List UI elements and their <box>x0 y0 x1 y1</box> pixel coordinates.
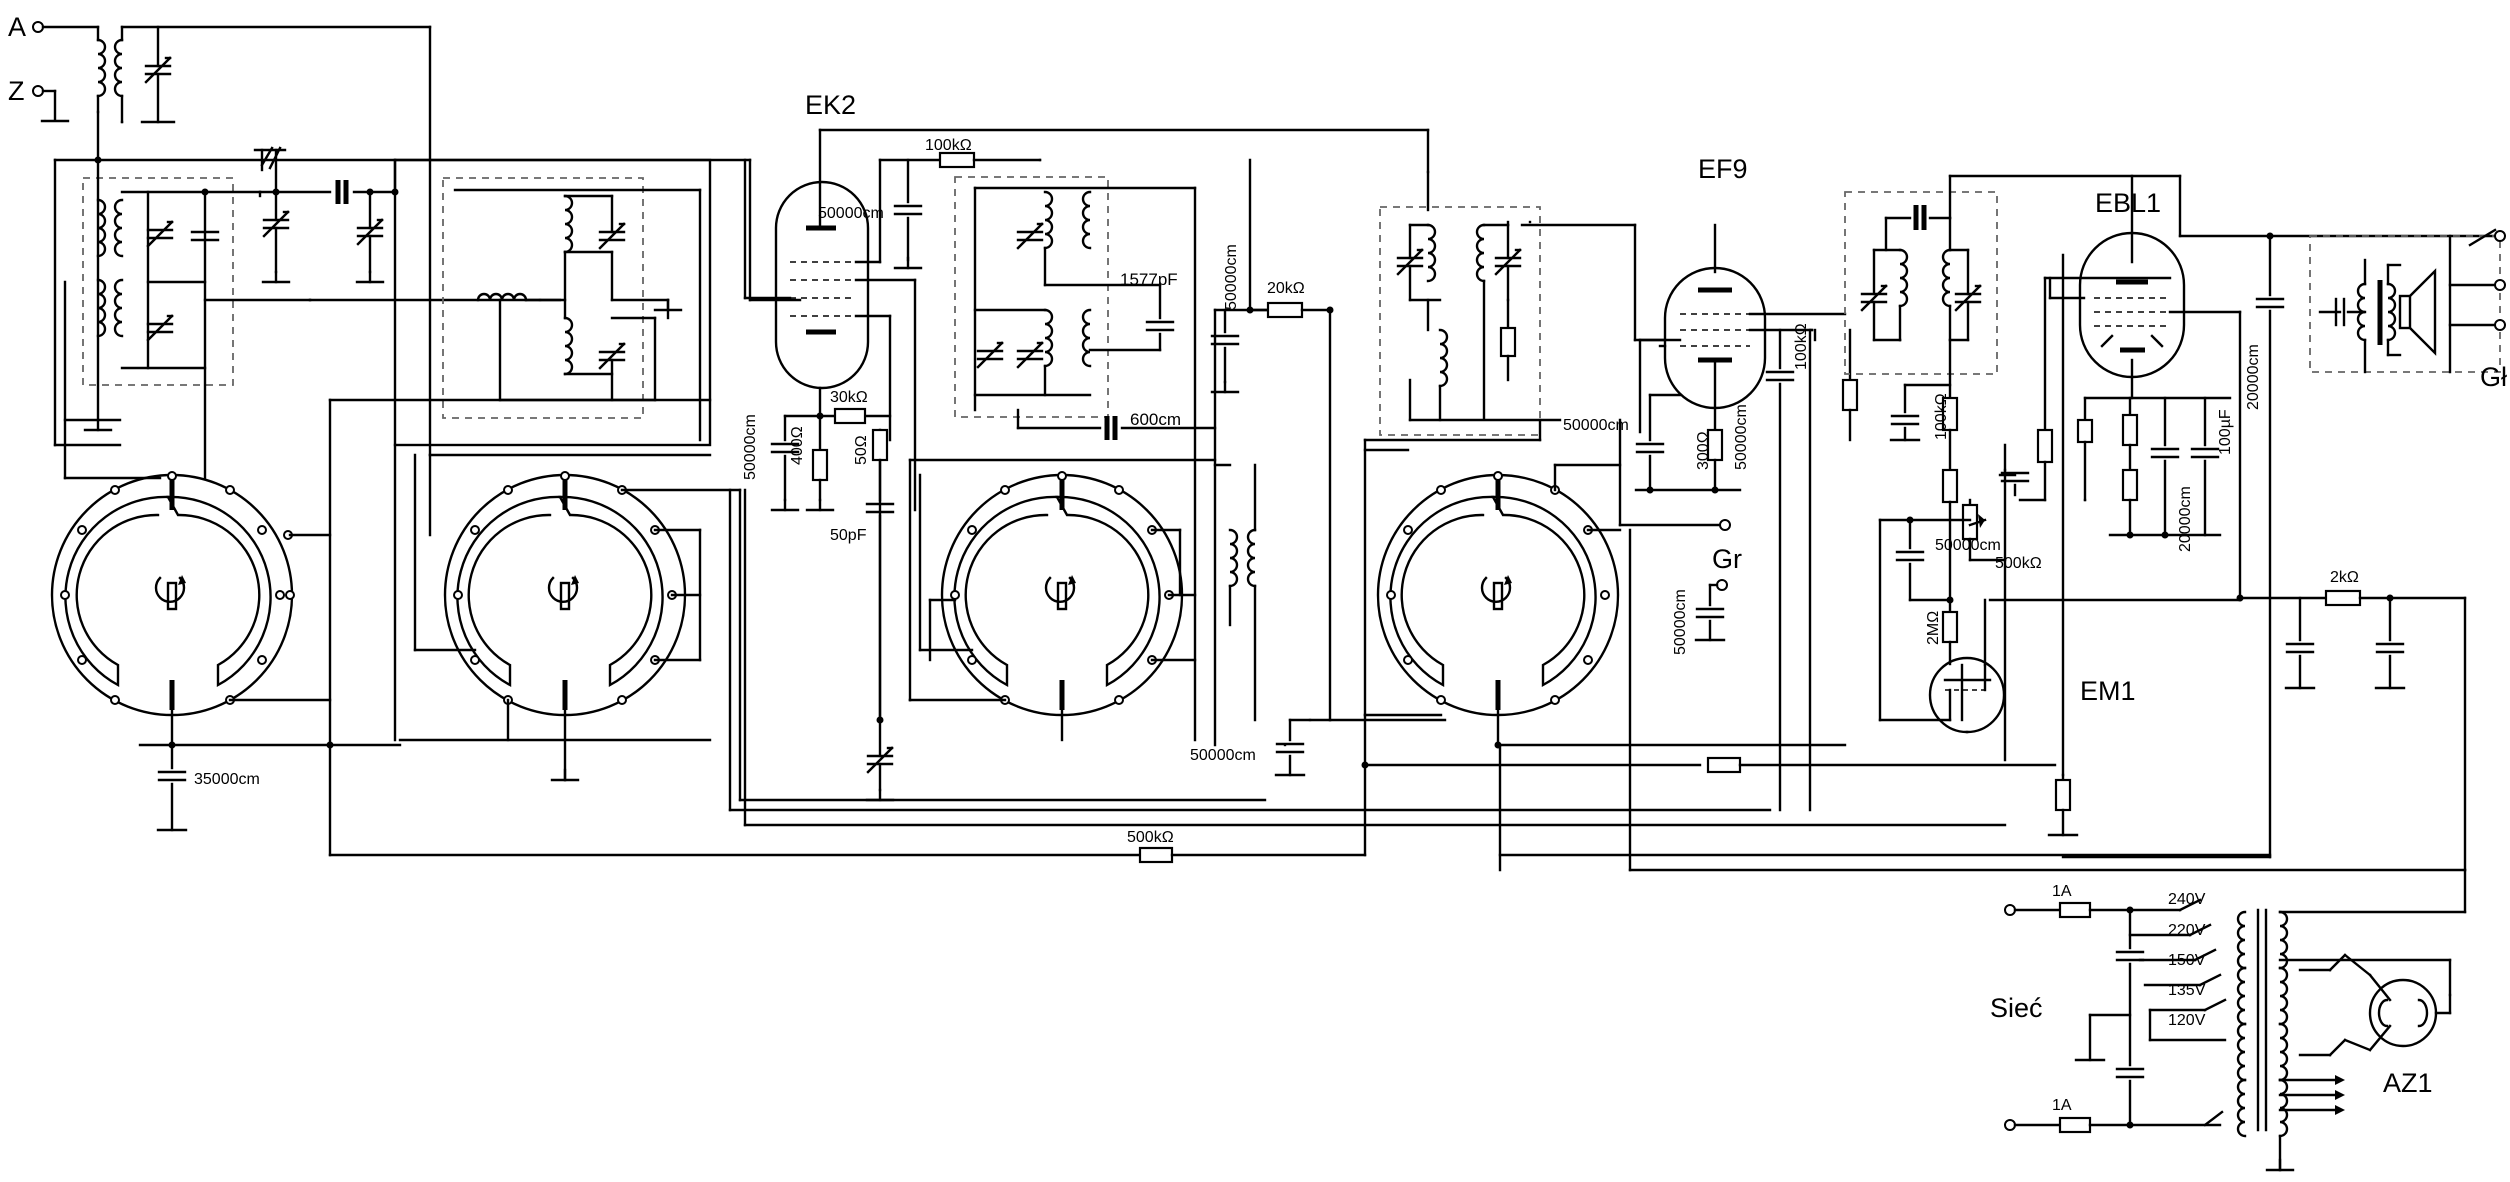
band-switch-3 <box>908 458 1217 742</box>
antenna-label: A <box>8 12 26 42</box>
fuse-1-label: 1A <box>2052 883 2072 900</box>
tap-150-label: 150V <box>2168 952 2206 969</box>
r-100k-det-label: 100kΩ <box>1933 393 1950 440</box>
ef9-label: EF9 <box>1698 154 1748 184</box>
r-20k-label: 20kΩ <box>1267 280 1305 297</box>
ek2-tube <box>743 128 1430 802</box>
c-1577pf-label: 1577pF <box>1120 270 1178 289</box>
band-switch-4 <box>1308 448 1847 747</box>
em1-tube <box>1878 598 2242 734</box>
tap-220-label: 220V <box>2168 922 2206 939</box>
antenna-input <box>32 21 432 537</box>
ebl1-tube <box>1948 174 2502 777</box>
pickup-label-1: Gr <box>1712 544 1742 574</box>
if-filter-assembly <box>1274 170 1682 777</box>
az1-label: AZ1 <box>2383 1068 2433 1098</box>
ground-label: Z <box>8 76 25 106</box>
ef9-tube <box>1634 223 1859 812</box>
band-switch-1 <box>50 471 332 832</box>
r-100k-top-label: 100kΩ <box>925 137 972 154</box>
c-50000cm-ek2-label: 50000cm <box>818 205 884 222</box>
detector-filter-assembly <box>1844 191 2030 762</box>
oscillator-coil-assembly <box>954 158 1332 747</box>
speaker-label: Gł <box>2480 362 2507 392</box>
c-50000cm-mid-label: 50000cm <box>1563 417 1629 434</box>
tap-240-label: 240V <box>2168 891 2206 908</box>
c-50000cm-vert-label: 50000cm <box>1223 244 1240 310</box>
ebl1-label: EBL1 <box>2095 188 2161 218</box>
c-50000cm-gr-label: 50000cm <box>1672 589 1689 655</box>
mains-label: Sieć <box>1990 993 2043 1023</box>
r-2k-label: 2kΩ <box>2330 569 2359 586</box>
c-50000cm-ef9b-label: 50000cm <box>1190 747 1256 764</box>
r-400-label: 400Ω <box>789 426 806 465</box>
c-20000cm-a-label: 20000cm <box>2177 486 2194 552</box>
tap-135-label: 135V <box>2168 982 2206 999</box>
mains-supply <box>2004 868 2467 1172</box>
output-speaker-block <box>2061 228 2506 859</box>
c-50pf-label: 50pF <box>830 527 867 544</box>
c-50000cm-ef9-label: 50000cm <box>1733 404 1750 470</box>
r-50-label: 50Ω <box>853 435 870 465</box>
r-500k-bottom-label: 500kΩ <box>1127 829 1174 846</box>
tap-120-label: 120V <box>2168 1012 2206 1029</box>
c-20000cm-b-label: 20000cm <box>2245 344 2262 410</box>
r-100k-ef9-label: 100kΩ <box>1793 323 1810 370</box>
c-100uf-label: 100µF <box>2217 409 2234 455</box>
rf-oscillator-block <box>393 158 802 447</box>
r-500k-pot-label: 500kΩ <box>1995 555 2042 572</box>
cap-35000cm-label: 35000cm <box>194 771 260 788</box>
bottom-bus-lines <box>328 398 2272 872</box>
em1-label: EM1 <box>2080 676 2136 706</box>
r-30k-label: 30kΩ <box>830 389 868 406</box>
pickup-terminals <box>1618 418 1731 642</box>
band-switch-2 <box>393 443 1267 802</box>
r-2m-label: 2MΩ <box>1925 611 1942 645</box>
input-coil-assembly <box>53 110 562 480</box>
supply-filter <box>1628 528 2467 872</box>
r-300-label: 300Ω <box>1695 431 1712 470</box>
c-600cm-label: 600cm <box>1130 410 1181 429</box>
ek2-label: EK2 <box>805 90 856 120</box>
fuse-2-label: 1A <box>2052 1097 2072 1114</box>
c-50000cm-left-label: 50000cm <box>742 414 759 480</box>
junction-dots <box>94 156 2394 1129</box>
c-50000cm-det-label: 50000cm <box>1935 537 2001 554</box>
